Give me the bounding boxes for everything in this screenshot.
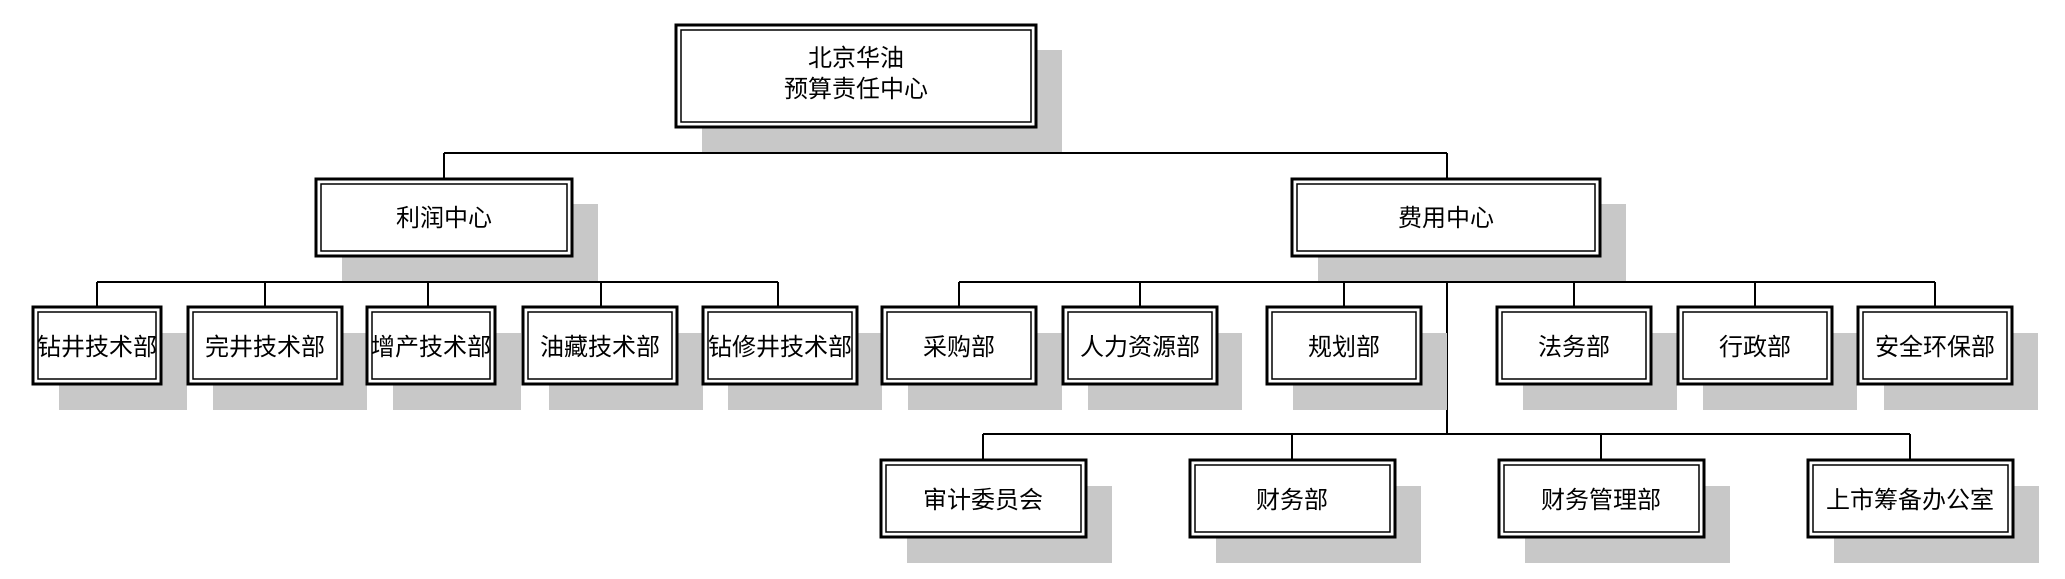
dept-label: 审计委员会 — [923, 486, 1043, 514]
node-dept-drilling: 钻井技术部 — [31, 305, 187, 410]
cost-center-label: 费用中心 — [1398, 204, 1494, 232]
node-dept-legal: 法务部 — [1495, 305, 1677, 410]
node-dept-procurement: 采购部 — [880, 305, 1062, 410]
node-box — [1265, 305, 1423, 386]
connector-lines — [96, 127, 1936, 460]
dept-label: 行政部 — [1719, 333, 1791, 361]
node-box — [1061, 305, 1219, 386]
node-dept-admin: 行政部 — [1676, 305, 1857, 410]
root-line-1: 北京华油 — [808, 44, 904, 72]
node-box — [1188, 458, 1397, 539]
node-dept-planning: 规划部 — [1265, 305, 1447, 410]
profit-center-label: 利润中心 — [396, 204, 492, 232]
node-dept-audit: 审计委员会 — [879, 458, 1112, 563]
dept-label: 钻修井技术部 — [708, 333, 852, 361]
node-box — [880, 305, 1038, 386]
node-box — [186, 305, 344, 386]
node-box — [31, 305, 163, 386]
dept-label: 钻井技术部 — [37, 333, 157, 361]
node-dept-hse: 安全环保部 — [1856, 305, 2038, 410]
node-box — [1856, 305, 2014, 386]
node-dept-reservoir: 油藏技术部 — [521, 305, 703, 410]
node-box — [521, 305, 679, 386]
node-box — [1495, 305, 1653, 386]
node-dept-ipo-office: 上市筹备办公室 — [1806, 458, 2039, 563]
dept-label: 安全环保部 — [1875, 333, 1995, 361]
node-dept-finance: 财务部 — [1188, 458, 1421, 563]
dept-label: 上市筹备办公室 — [1826, 486, 1994, 514]
node-dept-hr: 人力资源部 — [1061, 305, 1242, 410]
node-box — [1806, 458, 2015, 539]
dept-label: 油藏技术部 — [540, 333, 660, 361]
node-dept-completion: 完井技术部 — [186, 305, 367, 410]
node-box — [674, 23, 1038, 129]
node-box — [1497, 458, 1706, 539]
dept-label: 采购部 — [923, 333, 995, 361]
node-root: 北京华油 预算责任中心 — [674, 23, 1062, 152]
dept-label: 财务管理部 — [1541, 486, 1661, 514]
dept-label: 财务部 — [1256, 486, 1328, 514]
node-dept-workover: 钻修井技术部 — [701, 305, 882, 410]
dept-label: 完井技术部 — [205, 333, 325, 361]
node-dept-stimulation: 增产技术部 — [365, 305, 521, 410]
node-box — [879, 458, 1088, 539]
dept-label: 人力资源部 — [1080, 333, 1200, 361]
node-box — [701, 305, 859, 386]
node-box — [314, 177, 574, 258]
dept-label: 规划部 — [1308, 333, 1380, 361]
node-box — [1676, 305, 1834, 386]
dept-label: 增产技术部 — [371, 333, 491, 361]
node-box — [365, 305, 497, 386]
node-cost-center: 费用中心 — [1290, 177, 1626, 281]
root-line-2: 预算责任中心 — [784, 75, 928, 103]
node-box — [1290, 177, 1602, 258]
dept-label: 法务部 — [1538, 333, 1610, 361]
node-profit-center: 利润中心 — [314, 177, 598, 281]
node-dept-finance-mgmt: 财务管理部 — [1497, 458, 1730, 563]
